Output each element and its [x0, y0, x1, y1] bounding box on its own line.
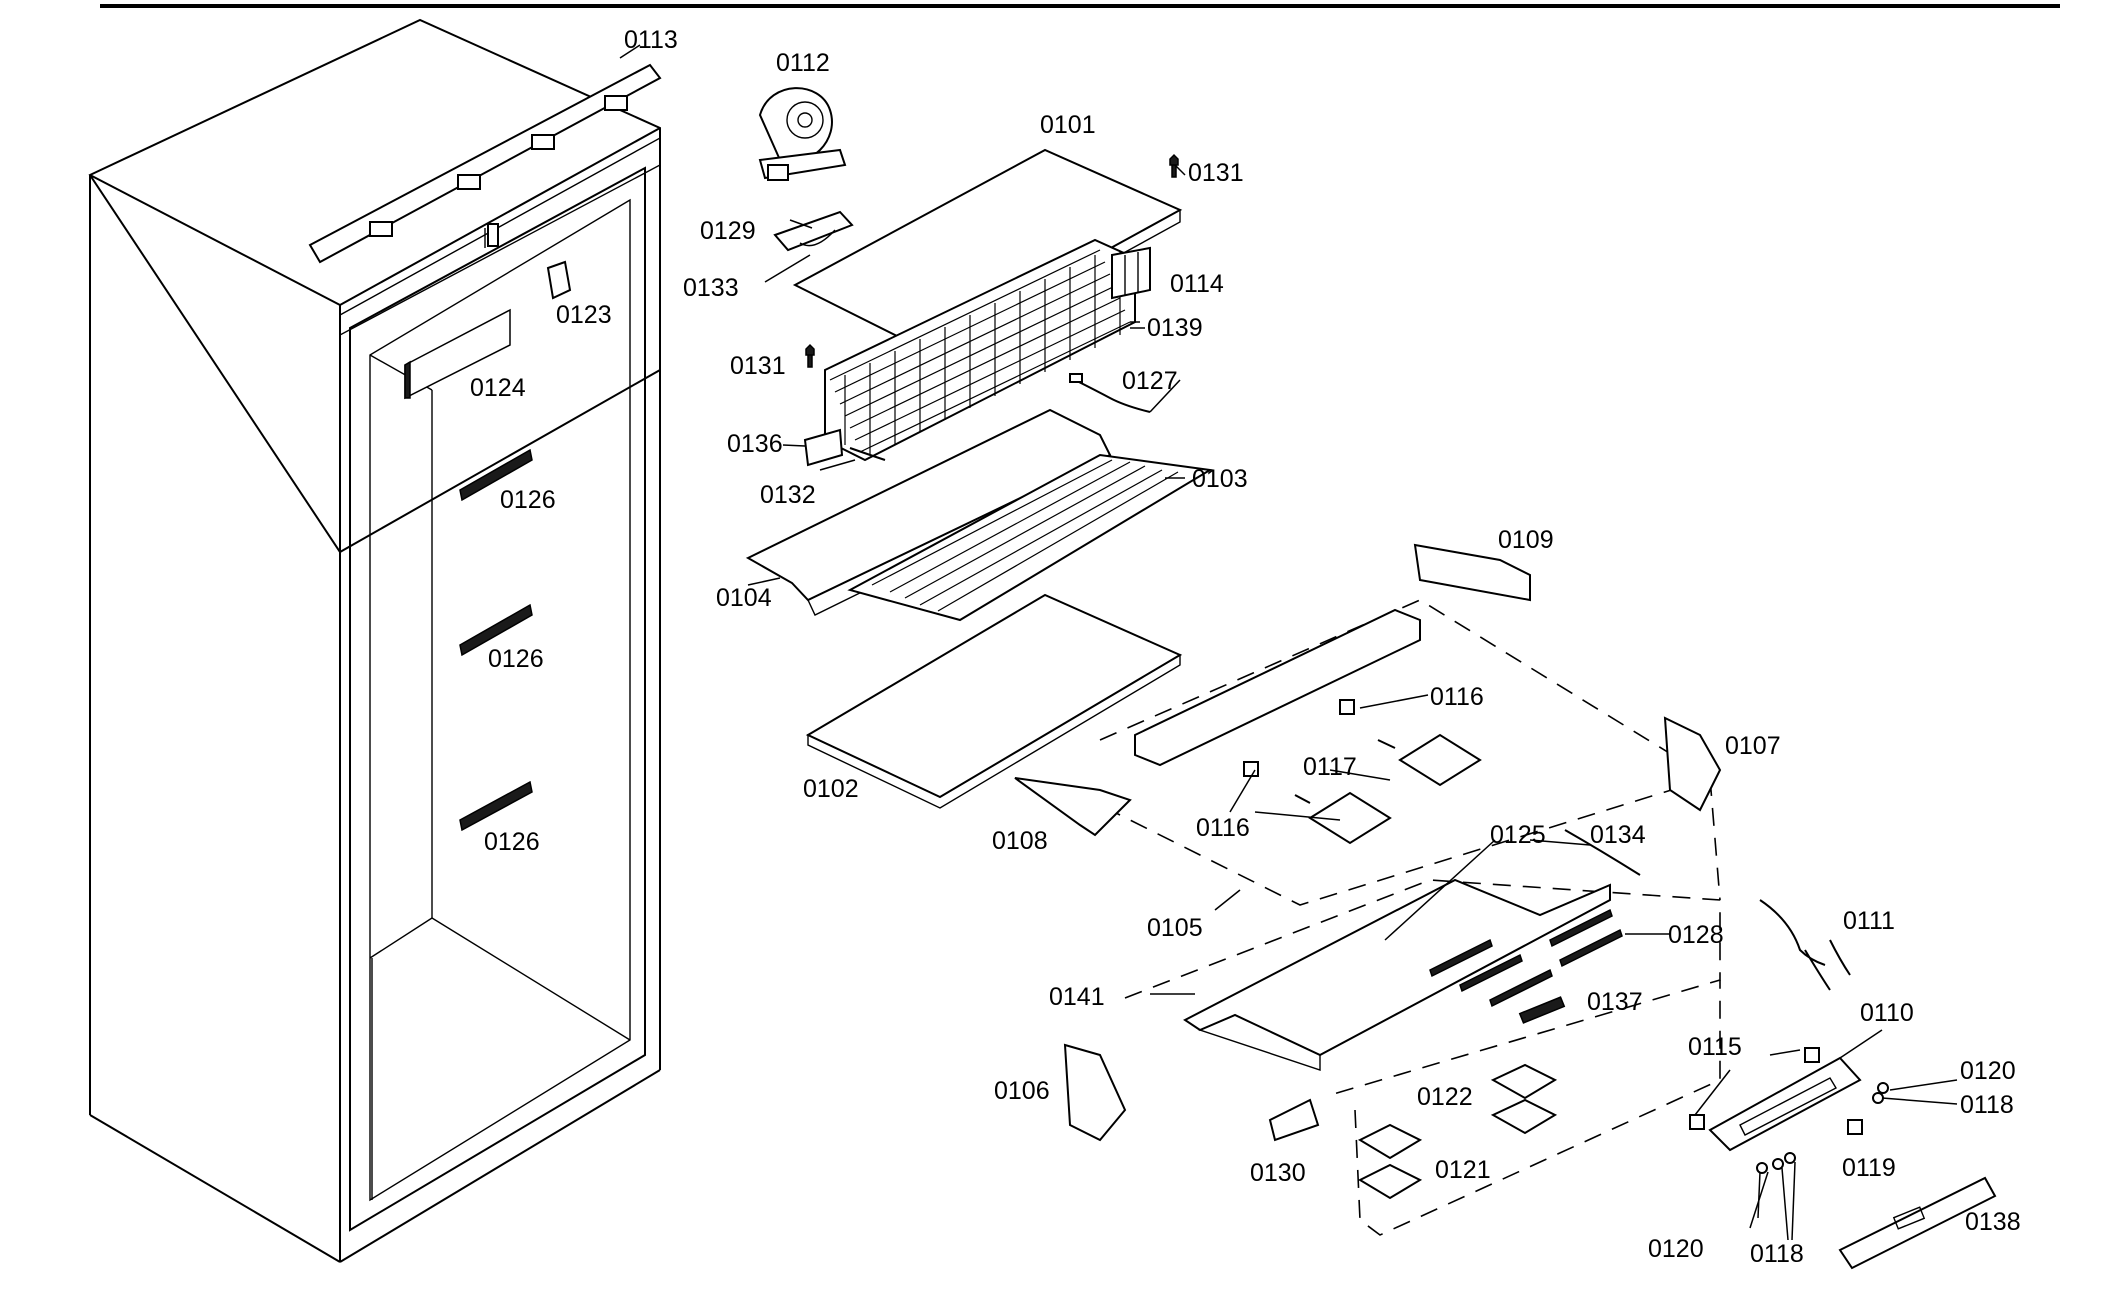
- control-panel: [1708, 1056, 1862, 1152]
- wire-harness-long: [1759, 899, 1851, 991]
- label-0111: 0111: [1843, 907, 1895, 935]
- assembly-outline-lower: [1124, 777, 1721, 1096]
- top-hinge-plate: [308, 63, 662, 264]
- label-0103: 0103: [1192, 465, 1248, 493]
- diffuser-right: [1398, 733, 1482, 787]
- label-0117: 0117: [1303, 753, 1357, 781]
- label-0119: 0119: [1842, 1154, 1896, 1182]
- heater-bracket: [803, 428, 844, 467]
- control-cover-bracket: [1413, 543, 1531, 602]
- mounting-bracket: [1268, 1098, 1320, 1142]
- shelf-support-2: [459, 603, 533, 657]
- label-0116-left: 0116: [1196, 814, 1250, 842]
- label-0123: 0123: [556, 301, 612, 329]
- label-0105: 0105: [1147, 914, 1203, 942]
- defrost-heater: [847, 453, 1213, 622]
- sensor-wire: [1074, 379, 1151, 413]
- vent-grille: [1518, 996, 1566, 1024]
- label-0114: 0114: [1170, 270, 1224, 298]
- label-0112: 0112: [776, 49, 830, 77]
- screw-top: [1169, 153, 1179, 178]
- label-0127: 0127: [1122, 367, 1178, 395]
- leader-lines: [619, 44, 1958, 1241]
- label-0106: 0106: [994, 1077, 1050, 1105]
- terminal-block: [1111, 246, 1151, 300]
- faceplate: [1838, 1176, 1997, 1270]
- label-0138: 0138: [1965, 1208, 2021, 1236]
- label-0129: 0129: [700, 217, 756, 245]
- label-0130: 0130: [1250, 1159, 1306, 1187]
- label-0104: 0104: [716, 584, 772, 612]
- label-0120-bottom: 0120: [1648, 1235, 1704, 1263]
- label-0137: 0137: [1587, 988, 1643, 1016]
- label-0110: 0110: [1860, 999, 1914, 1027]
- label-0113: 0113: [624, 26, 678, 54]
- label-0139: 0139: [1147, 314, 1203, 342]
- label-0131-top: 0131: [1188, 159, 1244, 187]
- evaporator-assembly: [745, 87, 1213, 809]
- air-channel: [1134, 608, 1421, 767]
- door-switch: [546, 260, 572, 300]
- handle: [773, 210, 854, 252]
- label-0134: 0134: [1590, 821, 1646, 849]
- label-0126-2: 0126: [488, 645, 544, 673]
- label-0126-3: 0126: [484, 828, 540, 856]
- label-0118-bottom: 0118: [1750, 1240, 1804, 1268]
- heater-wire: [849, 447, 886, 461]
- label-0120-right: 0120: [1960, 1057, 2016, 1085]
- control-assembly: [1014, 543, 1997, 1270]
- label-0108: 0108: [992, 827, 1048, 855]
- pad-0122-top: [1490, 1063, 1558, 1100]
- label-0136: 0136: [727, 430, 783, 458]
- pad-0122-bottom: [1490, 1098, 1558, 1135]
- cabinet-body: [88, 18, 662, 1263]
- label-0133: 0133: [683, 274, 739, 302]
- label-0141: 0141: [1049, 983, 1105, 1011]
- shelf-support-1: [459, 448, 533, 502]
- diffuser-left: [1308, 791, 1392, 845]
- side-bracket-left: [1063, 1043, 1127, 1142]
- screw-left: [805, 343, 815, 368]
- wire-harness-short: [1564, 829, 1641, 876]
- label-0107: 0107: [1725, 732, 1781, 760]
- pad-0121-bottom: [1357, 1163, 1423, 1200]
- label-0126-1: 0126: [500, 486, 556, 514]
- side-bracket-right: [1663, 716, 1722, 812]
- shelf-support-3: [459, 780, 533, 832]
- label-0101: 0101: [1040, 111, 1096, 139]
- label-0131-left: 0131: [730, 352, 786, 380]
- label-0122: 0122: [1417, 1083, 1473, 1111]
- part-labels: 0113 0112 0101 0131 0129 0133 0114 0123 …: [470, 26, 2021, 1268]
- label-0128: 0128: [1668, 921, 1724, 949]
- left-bracket: [1014, 777, 1132, 837]
- label-0116-right: 0116: [1430, 683, 1484, 711]
- pad-0121-top: [1357, 1123, 1423, 1160]
- label-0132: 0132: [760, 481, 816, 509]
- label-0118-right: 0118: [1960, 1091, 2014, 1119]
- label-0109: 0109: [1498, 526, 1554, 554]
- label-0121: 0121: [1435, 1156, 1491, 1184]
- label-0124: 0124: [470, 374, 526, 402]
- label-0102: 0102: [803, 775, 859, 803]
- evaporator-shelf: [805, 593, 1183, 799]
- label-0125: 0125: [1490, 821, 1546, 849]
- control-housing: [1183, 878, 1623, 1071]
- fan-motor: [758, 87, 847, 181]
- label-0115: 0115: [1688, 1033, 1742, 1061]
